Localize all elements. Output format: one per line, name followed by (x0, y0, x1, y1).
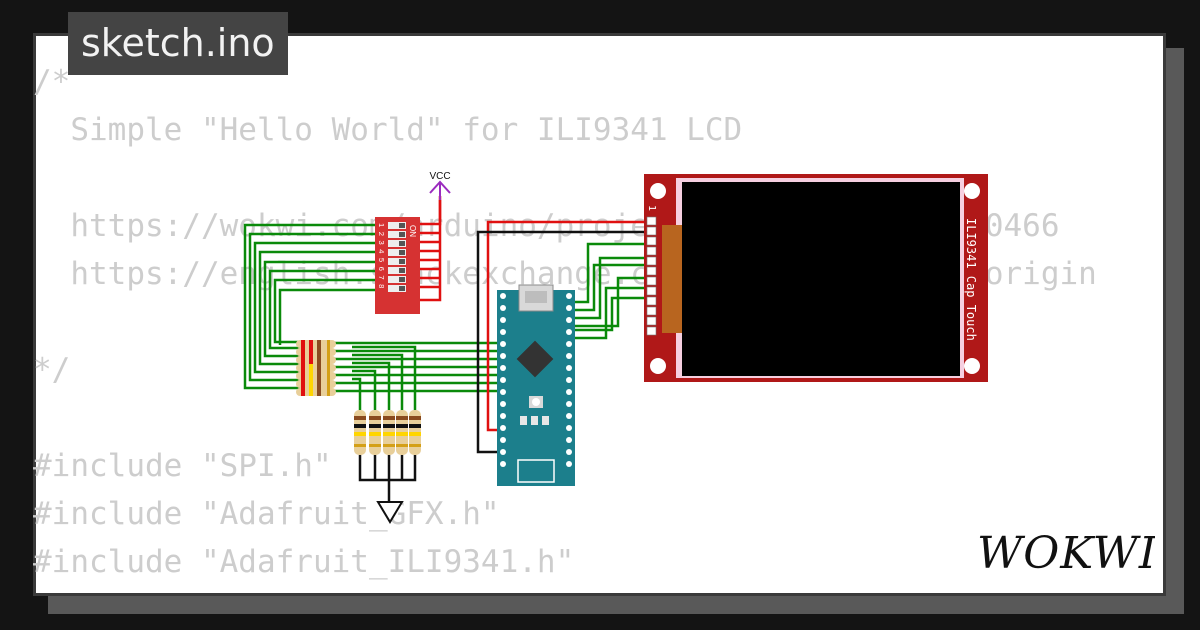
wokwi-logo[interactable]: WOKWI (975, 522, 1157, 583)
code-line: #include "SPI.h" (33, 448, 332, 484)
filename-label: sketch.ino (81, 21, 275, 65)
dip-on-label: ON (408, 225, 417, 237)
black-wires (358, 230, 652, 502)
display-pin1-label: 1 (646, 205, 657, 211)
ili9341-display[interactable]: 1 ILI9341 Cap Touch (644, 174, 988, 382)
display-label: ILI9341 Cap Touch (964, 218, 978, 341)
red-wires (420, 196, 652, 432)
filename-tab[interactable]: sketch.ino (68, 12, 288, 75)
resistor-bank-vertical[interactable] (354, 410, 421, 455)
arduino-nano[interactable] (497, 284, 575, 486)
green-wires (243, 223, 652, 412)
code-line: #include "Adafruit_ILI9341.h" (33, 544, 575, 580)
code-line: */ (33, 352, 71, 388)
code-line: #include "Adafruit_GFX.h" (33, 496, 500, 532)
wokwi-logo-text: WOKWI (977, 528, 1155, 578)
resistor-bank-horizontal[interactable] (296, 340, 336, 396)
code-line: Simple "Hello World" for ILI9341 LCD (33, 112, 743, 148)
dip-switch[interactable]: ON 1 2 3 4 5 6 7 8 (375, 217, 420, 314)
dip-position-labels: 1 2 3 4 5 6 7 8 (377, 223, 386, 290)
code-line: /* (33, 64, 71, 100)
vcc-label: VCC (429, 171, 450, 182)
vcc-symbol: VCC (429, 171, 451, 200)
ground-symbol (376, 501, 404, 524)
